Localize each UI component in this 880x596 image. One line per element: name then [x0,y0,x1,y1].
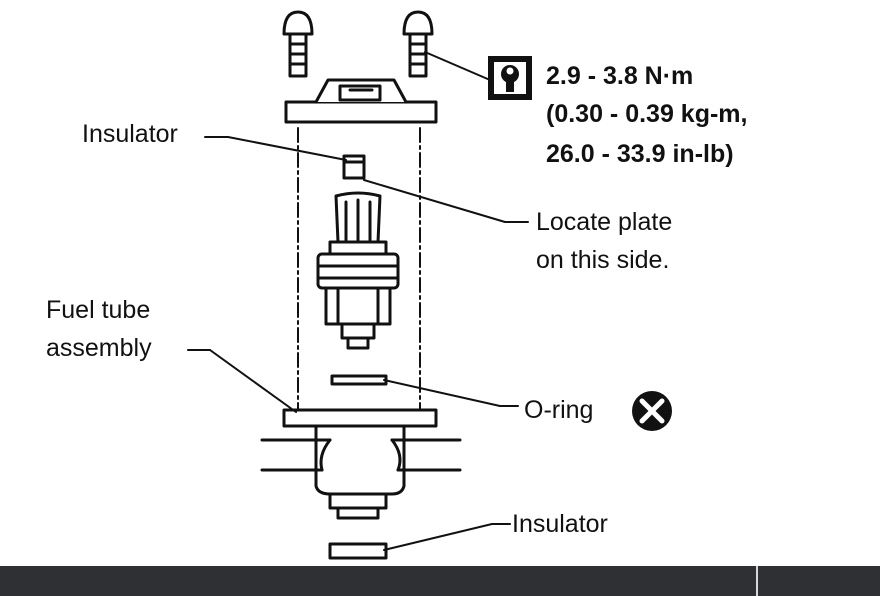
torque-spec-line-1: 2.9 - 3.8 N·m [546,62,694,90]
bottom-bar [0,566,880,596]
screw-right [402,10,434,78]
fuel-injector-exploded-diagram [187,10,672,560]
torque-spec-line-3: 26.0 - 33.9 in-lb) [546,140,734,168]
fuel-tube-flange [282,408,438,428]
o-ring-label: O-ring [524,396,594,424]
screw-left [282,10,314,78]
insulator-top-label: Insulator [82,120,178,148]
retaining-plate [284,78,438,124]
locate-plate-line-2: on this side. [536,246,670,274]
insulator-bottom-label: Insulator [512,510,608,538]
bottom-bar-divider [756,566,758,596]
fuel-tube-label-line-2: assembly [46,334,152,362]
intake-manifold [260,424,462,520]
fuel-tube-label-line-1: Fuel tube [46,296,151,324]
locate-plate-line-1: Locate plate [536,208,673,236]
torque-spec-line-2: (0.30 - 0.39 kg-m, [546,100,748,128]
alignment-lines [297,127,421,419]
fuel-injector [316,191,400,350]
leader-lines [187,51,529,551]
insulator-top [342,154,366,180]
x-circle-icon [632,391,672,431]
insulator-bottom [328,542,388,560]
o-ring [330,374,388,386]
torque-wrench-icon [488,56,532,100]
